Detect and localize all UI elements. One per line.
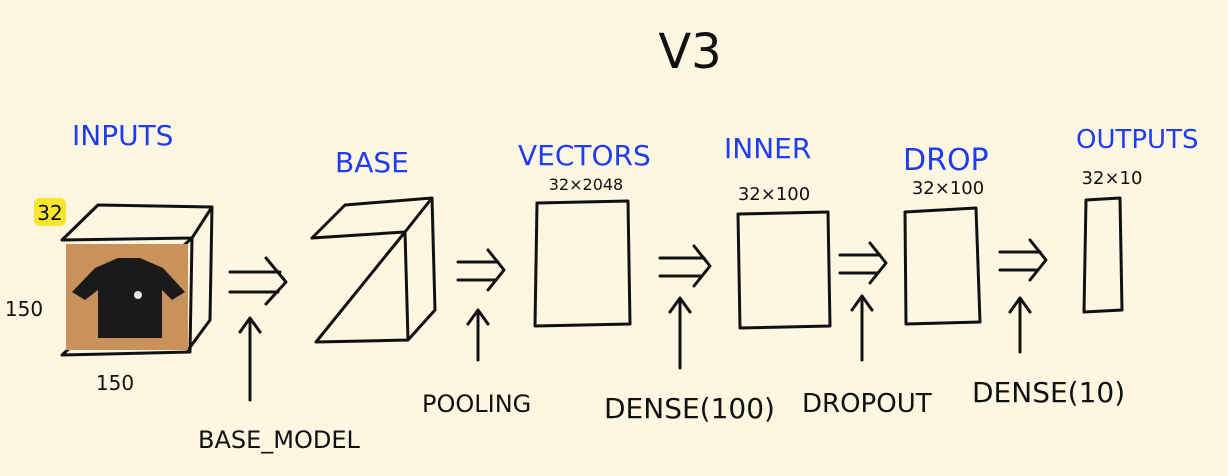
inner-block: INNER 32×100 [724,132,832,330]
batch-highlight [34,198,66,226]
vectors-dim: 32×2048 [549,175,623,194]
op-dropout: DROPOUT [802,389,932,419]
op-pooling: POOLING [422,390,531,418]
outputs-block: OUTPUTS 32×10 [1076,125,1198,314]
input-height-label: 150 [5,297,43,321]
drop-dim: 32×100 [912,178,984,199]
outputs-dim: 32×10 [1082,168,1143,189]
layer-label-drop: DROP [903,143,989,178]
layer-label-base: BASE [335,146,409,179]
layer-label-inputs: INPUTS [72,119,173,152]
vectors-rect [533,199,632,328]
arrow-vectors-to-inner: DENSE(100) [604,244,775,425]
inner-dim: 32×100 [738,184,810,205]
arrow-base-to-vectors: POOLING [422,248,531,418]
op-base-model: BASE_MODEL [198,426,361,454]
vectors-block: VECTORS 32×2048 [518,139,651,328]
inner-rect [736,210,832,330]
drop-rect [903,206,982,326]
input-width-label: 150 [96,371,134,395]
layer-label-vectors: VECTORS [518,139,651,172]
base-block: BASE [310,146,437,344]
inputs-block: INPUTS 32 150 150 [5,119,214,395]
arrow-inputs-to-base: BASE_MODEL [198,256,361,454]
op-dense-10: DENSE(10) [972,376,1125,409]
batch-size-label: 32 [37,201,62,225]
outputs-rect [1082,196,1124,314]
arrow-inner-to-drop: DROPOUT [802,241,932,419]
base-cube [310,196,437,344]
diagram-title: V3 [658,24,721,80]
drop-block: DROP 32×100 [903,143,989,326]
tshirt-logo [134,291,142,299]
layer-label-inner: INNER [724,132,811,165]
tshirt-image [72,258,185,338]
arrow-drop-to-outputs: DENSE(10) [972,238,1125,409]
op-dense-100: DENSE(100) [604,392,775,425]
layer-label-outputs: OUTPUTS [1076,125,1198,155]
